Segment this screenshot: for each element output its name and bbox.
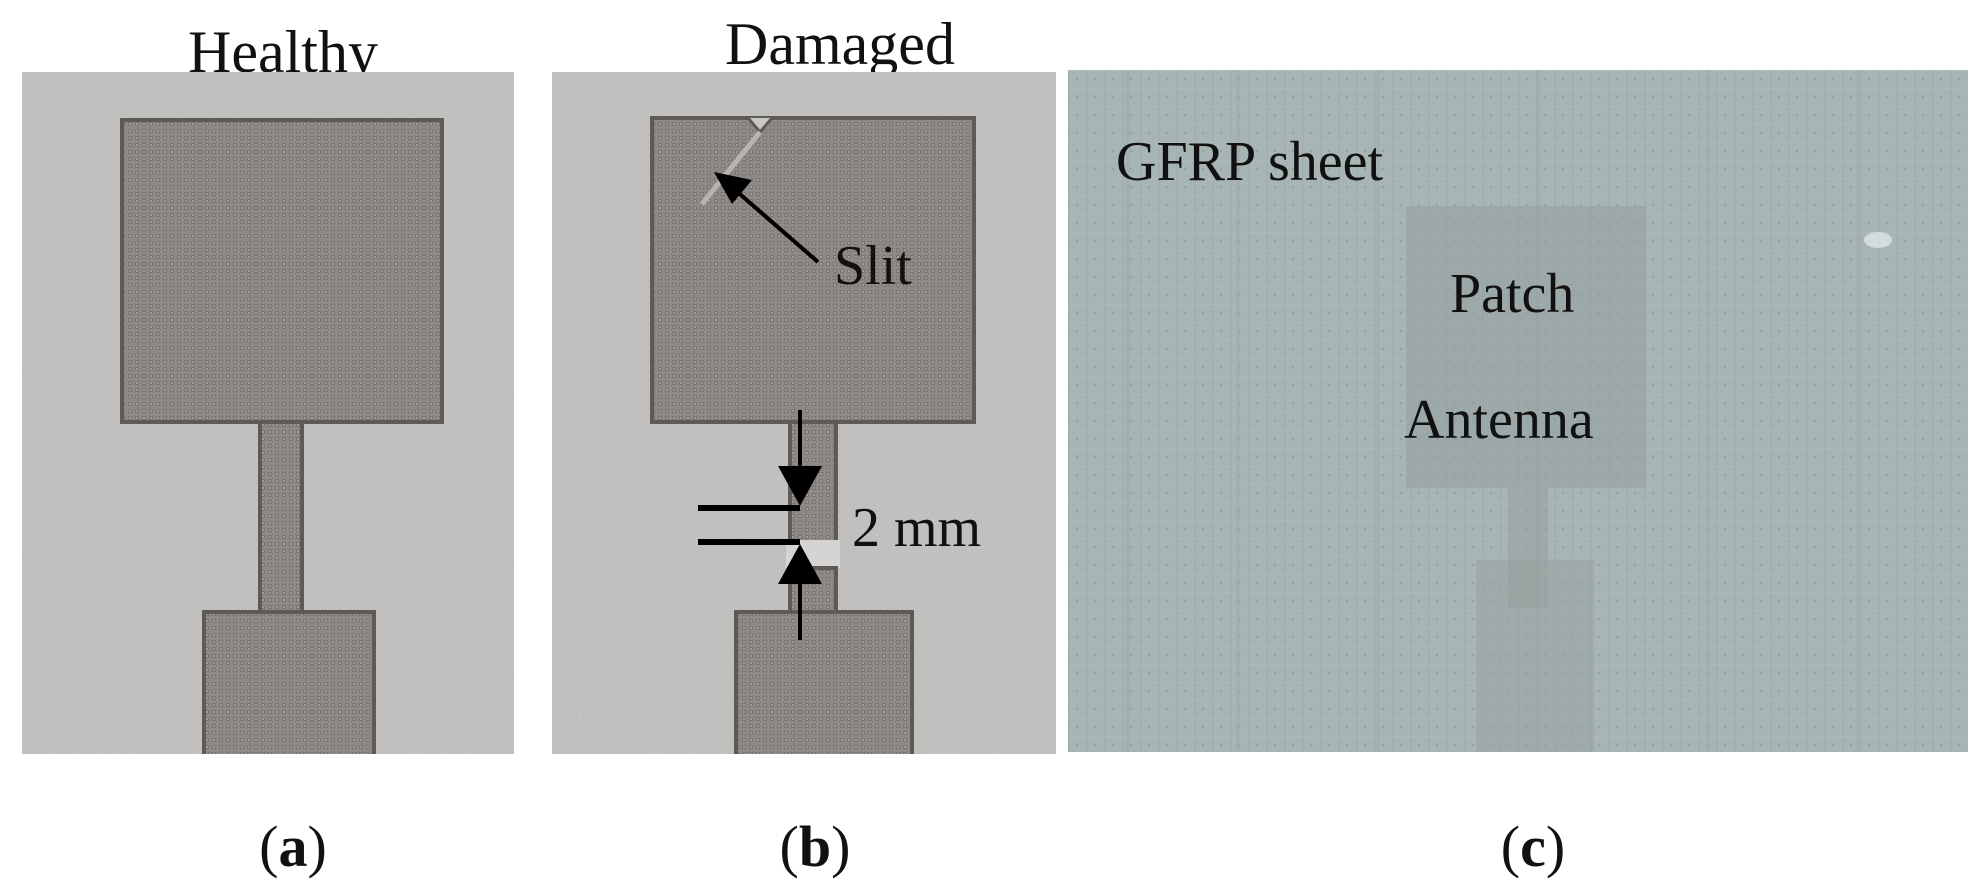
antenna-patch: [120, 118, 444, 424]
embedded-feed-shadow: [1508, 488, 1548, 608]
panel-b-heading: Damaged: [725, 11, 955, 77]
caption-b-letter: b: [798, 814, 832, 879]
caption-a: (a): [259, 814, 327, 879]
gfrp-sheet-label: GFRP sheet: [1116, 131, 1384, 193]
gap-label: 2 mm: [852, 497, 982, 559]
caption-b: (b): [779, 814, 851, 879]
panel-b-photo: [552, 72, 1056, 754]
panel-c-photo: [1068, 70, 1968, 752]
patch-label: Patch: [1450, 263, 1575, 325]
caption-c-letter: c: [1520, 814, 1546, 879]
antenna-pad: [202, 610, 376, 754]
antenna-pad: [734, 610, 914, 754]
caption-a-letter: a: [278, 814, 308, 879]
caption-c: (c): [1500, 814, 1566, 879]
slit-arrow-icon: [714, 172, 820, 264]
embedded-pad-shadow: [1476, 560, 1594, 752]
slit-label: Slit: [834, 235, 912, 297]
antenna-label: Antenna: [1404, 389, 1594, 451]
panel-a-photo: [22, 72, 514, 754]
embedded-patch-shadow: [1406, 206, 1646, 488]
gap-dimension-icon: [698, 410, 822, 640]
